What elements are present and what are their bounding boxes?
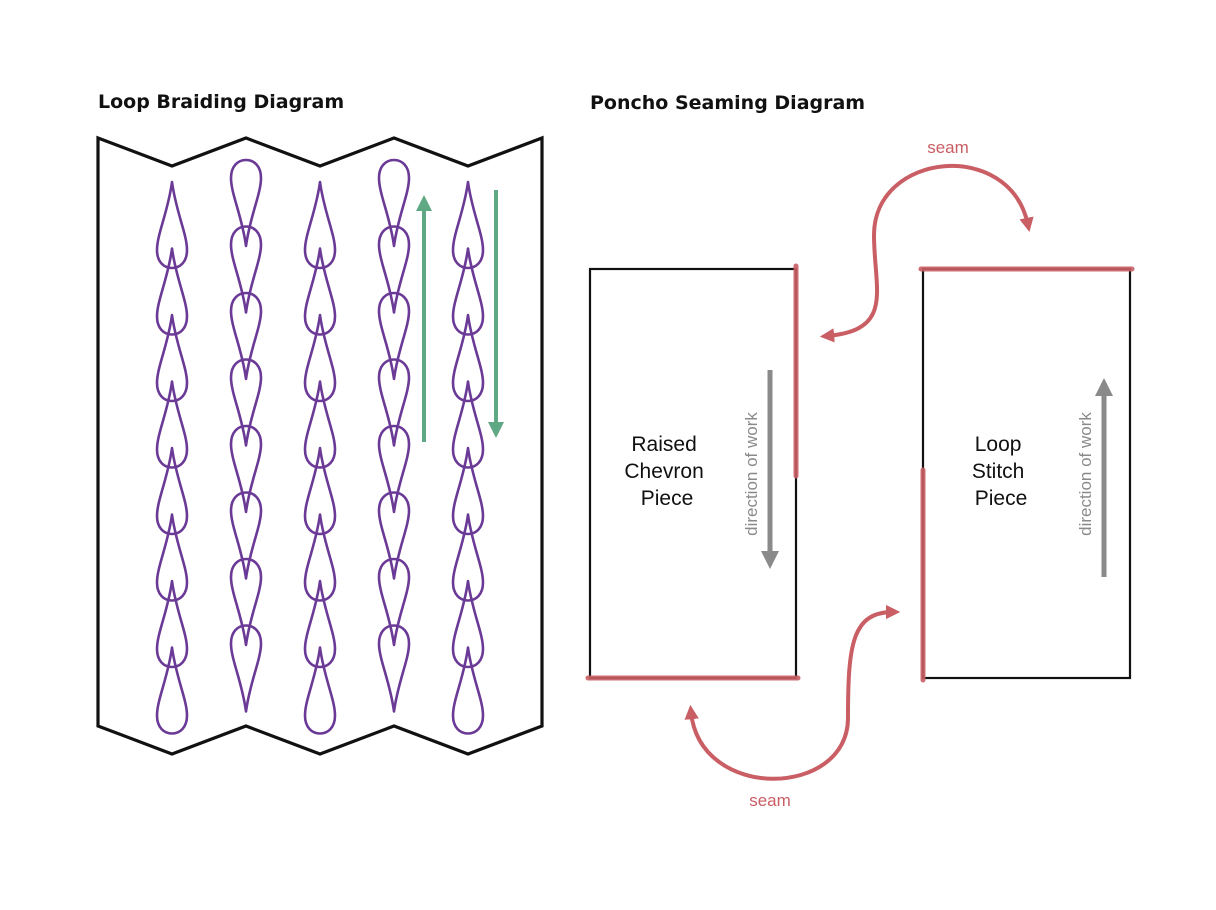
braid-loop [451,313,485,403]
braid-loop [229,291,263,381]
braid-loop [377,291,411,381]
braid-loop [155,313,189,403]
direction-label-left: direction of work [742,412,761,536]
seam-label-bottom: seam [749,791,791,810]
braid-column-3 [303,180,337,735]
braid-loop [377,491,411,580]
braid-column-2 [229,158,263,713]
braid-loop [155,446,189,536]
braid-loop [451,646,485,735]
braid-loop [229,158,263,248]
braid-loop-columns [155,158,485,735]
raised-chevron-label: Raised Chevron Piece [624,433,709,510]
braid-loop [303,446,337,536]
braid-loop [377,358,411,447]
braid-loop [451,446,485,536]
braid-column-4 [377,158,411,713]
braid-loop [229,491,263,580]
braid-loop [303,380,337,469]
braid-loop [451,380,485,469]
braid-loop [451,247,485,336]
braid-loop [229,557,263,647]
braid-loop [303,247,337,336]
braid-panel-outline [96,135,544,756]
braid-loop [377,624,411,713]
loop-stitch-label: Loop Stitch Piece [972,433,1030,510]
braid-loop [303,180,337,270]
loop-braiding-title: Loop Braiding Diagram [98,91,344,113]
poncho-seaming-title: Poncho Seaming Diagram [590,92,865,114]
braid-loop [229,424,263,514]
seam-arrow-bottom [684,604,901,781]
braid-loop [155,579,189,669]
seam-arrow-top [819,164,1034,343]
braid-loop [155,180,189,270]
braid-loop [229,624,263,713]
braid-loop [451,579,485,669]
braid-loop [155,247,189,336]
braid-loop [303,579,337,669]
braid-loop [451,180,485,270]
braid-column-1 [155,180,189,735]
braid-loop [155,646,189,735]
direction-label-right: direction of work [1076,412,1095,536]
braid-loop [377,557,411,647]
braid-loop [377,158,411,248]
braid-loop [303,513,337,602]
braid-loop [155,513,189,602]
braid-loop [229,358,263,447]
braid-loop [377,225,411,314]
braid-loop [229,225,263,314]
braid-loop [303,313,337,403]
braid-column-5 [451,180,485,735]
braid-loop [155,380,189,469]
braid-loop [377,424,411,514]
seam-label-top: seam [927,138,969,157]
braid-loop [303,646,337,735]
braid-loop [451,513,485,602]
